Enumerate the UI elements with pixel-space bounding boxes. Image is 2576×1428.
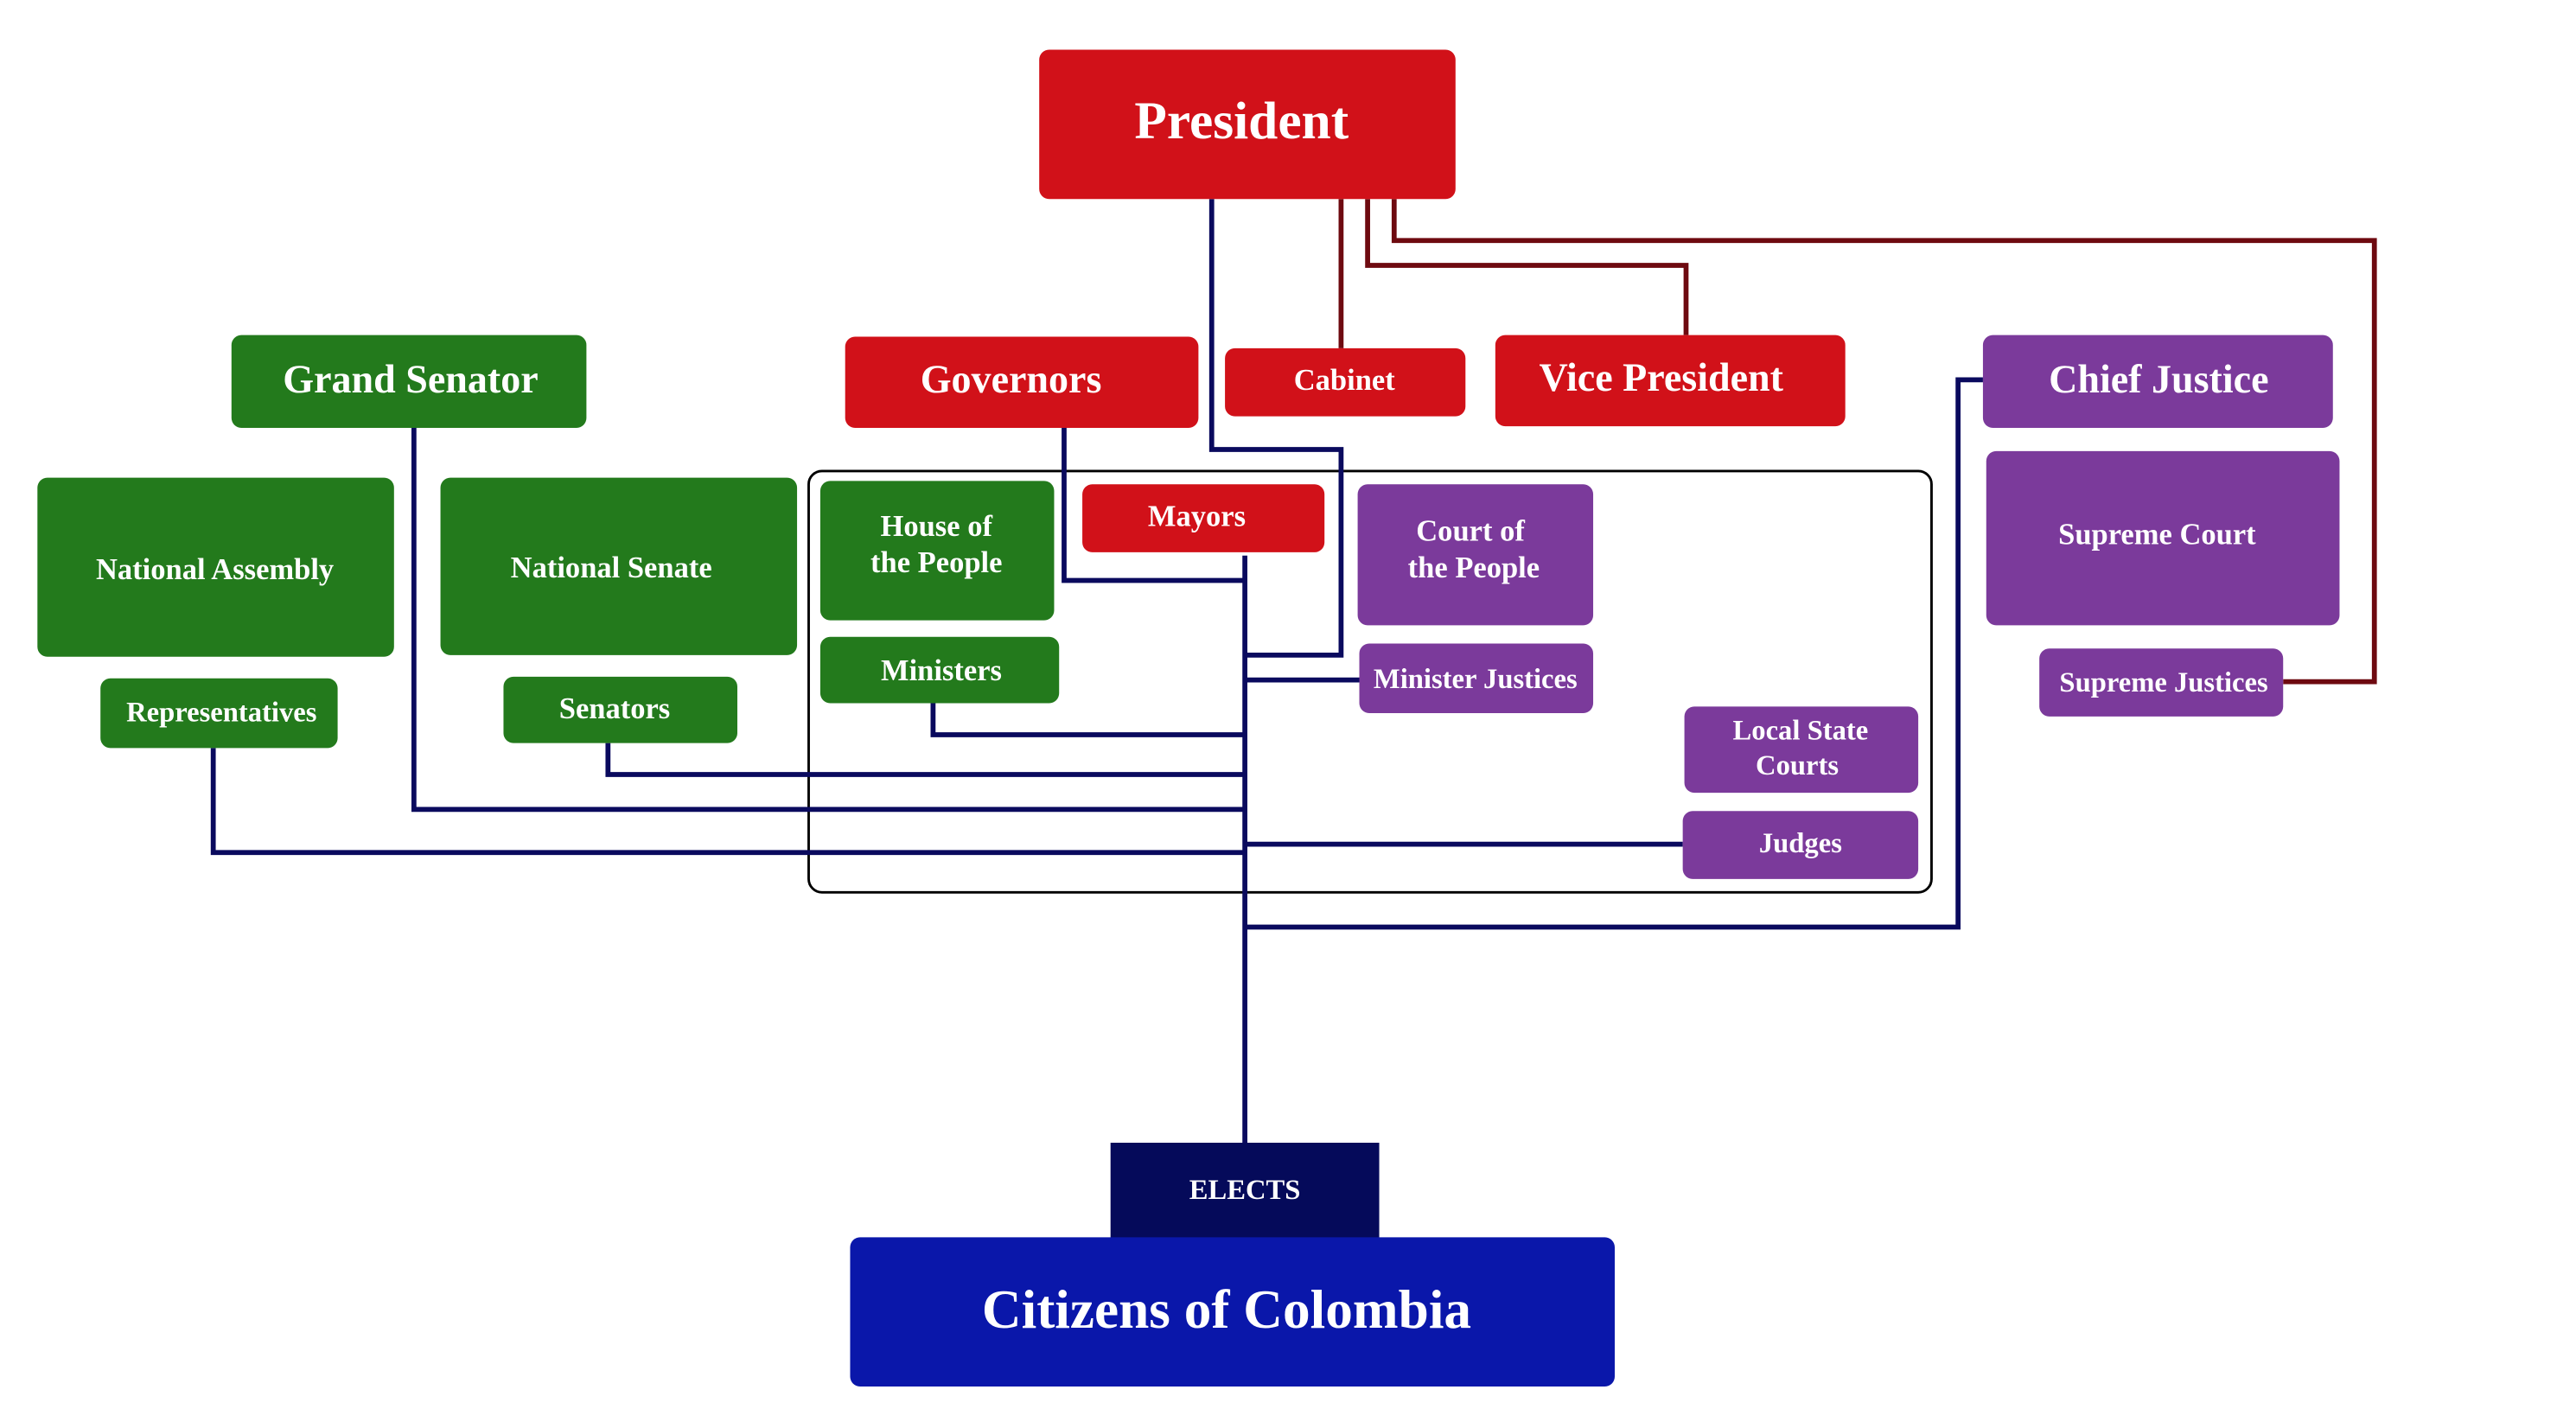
president-label: President — [1134, 92, 1349, 150]
vice-president-label: Vice President — [1539, 355, 1783, 399]
vice-president-box[interactable]: Vice President — [1495, 335, 1846, 427]
senators-label: Senators — [559, 692, 670, 725]
national-assembly-box[interactable]: National Assembly — [37, 477, 394, 657]
governors-label: Governors — [921, 357, 1102, 401]
local-state-courts-label-line2: Courts — [1756, 750, 1839, 781]
court-of-people-box[interactable]: Court of the People — [1357, 484, 1594, 626]
chief-justice-box[interactable]: Chief Justice — [1982, 335, 2333, 429]
cabinet-label: Cabinet — [1294, 364, 1395, 397]
mayors-label: Mayors — [1148, 500, 1246, 532]
house-of-people-box[interactable]: House of the People — [819, 481, 1055, 621]
judges-box[interactable]: Judges — [1682, 811, 1919, 879]
election-connectors — [210, 199, 1983, 1143]
supreme-court-label: Supreme Court — [2058, 519, 2256, 551]
court-of-people-label-line1: Court of — [1416, 515, 1525, 548]
elects-label: ELECTS — [1189, 1175, 1301, 1206]
governors-box[interactable]: Governors — [845, 336, 1199, 429]
judges-label: Judges — [1759, 828, 1842, 859]
local-state-courts-label-line1: Local State — [1733, 716, 1869, 747]
elects-box: ELECTS — [1110, 1142, 1380, 1240]
mayors-box[interactable]: Mayors — [1082, 484, 1325, 552]
cabinet-box[interactable]: Cabinet — [1225, 347, 1466, 417]
ministers-label: Ministers — [881, 654, 1002, 687]
local-state-courts-box[interactable]: Local State Courts — [1684, 706, 1919, 794]
representatives-label: Representatives — [126, 697, 316, 728]
national-senate-label: National Senate — [511, 551, 712, 584]
local-government-group — [807, 469, 1933, 894]
supreme-justices-box[interactable]: Supreme Justices — [2039, 648, 2284, 717]
supreme-court-box[interactable]: Supreme Court — [1986, 450, 2340, 626]
chief-justice-label: Chief Justice — [2049, 357, 2268, 401]
supreme-justices-label: Supreme Justices — [2059, 667, 2267, 698]
house-of-people-label-line2: the People — [870, 546, 1002, 579]
citizens-box[interactable]: Citizens of Colombia — [850, 1237, 1615, 1387]
senators-box[interactable]: Senators — [503, 676, 737, 743]
grand-senator-box[interactable]: Grand Senator — [231, 335, 587, 429]
national-assembly-label: National Assembly — [96, 553, 334, 586]
president-box[interactable]: President — [1039, 49, 1456, 200]
minister-justices-label: Minister Justices — [1374, 664, 1578, 695]
court-of-people-label-line2: the People — [1408, 551, 1540, 584]
representatives-box[interactable]: Representatives — [100, 678, 338, 749]
citizens-label: Citizens of Colombia — [982, 1279, 1471, 1340]
grand-senator-label: Grand Senator — [283, 357, 538, 401]
house-of-people-label-line1: House of — [881, 510, 993, 543]
minister-justices-box[interactable]: Minister Justices — [1359, 643, 1594, 714]
appointment-connectors — [1338, 199, 2377, 685]
ministers-box[interactable]: Ministers — [819, 636, 1060, 704]
national-senate-box[interactable]: National Senate — [440, 477, 798, 655]
